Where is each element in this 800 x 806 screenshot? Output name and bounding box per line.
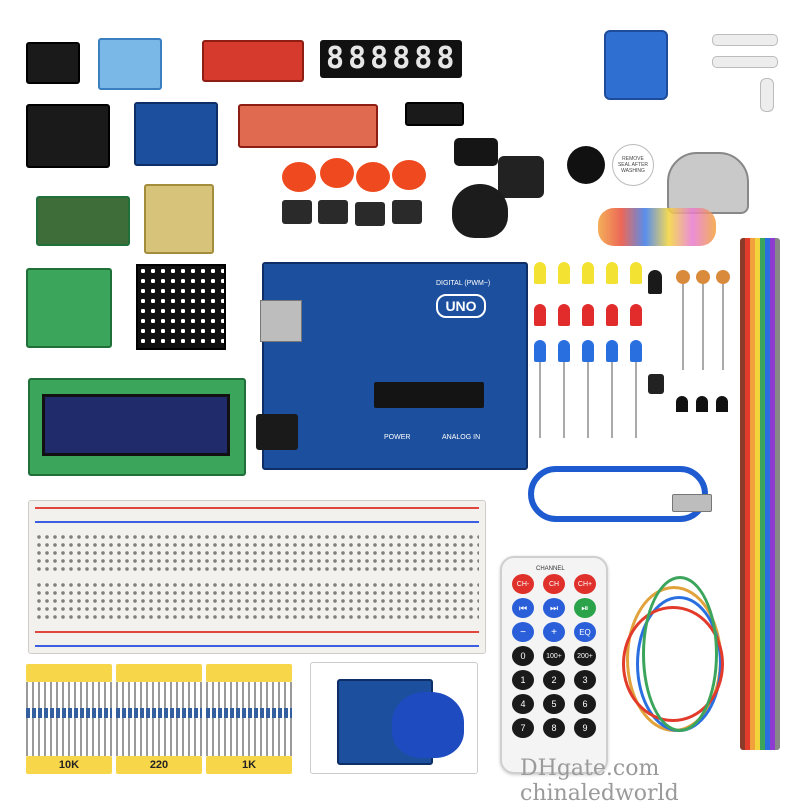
ir-remote: CHANNEL CH- CH CH+ ⏮ ⏭ ⏯ − + EQ 0 100+ 2… [500,556,608,774]
buzzer-sticker: REMOVE SEAL AFTER WASHING [612,144,654,186]
led-array [534,262,646,438]
rfid-keyfob [392,692,464,758]
remote-key-ch-minus[interactable]: CH- [512,574,534,594]
buzzer-sticker-label: REMOVE SEAL AFTER WASHING [617,156,649,174]
breadboard [28,500,486,654]
display-digit: 8 [392,41,411,76]
lcd-module [28,378,246,476]
remote-key-vol-minus[interactable]: − [512,622,534,642]
remote-key-7[interactable]: 7 [512,718,534,738]
usb-connector [672,494,712,512]
transistors [676,396,728,448]
remote-key-4[interactable]: 4 [512,694,534,714]
tactile-switch [318,200,348,224]
resistor-label: 10K [58,759,80,771]
remote-key-play-pause[interactable]: ⏯ [574,598,596,618]
display-digit: 8 [348,41,367,76]
remote-key-vol-plus[interactable]: + [543,622,565,642]
tactile-switch [355,202,385,226]
resistor-label: 220 [149,759,169,771]
resistor-strip-1k: 1K [206,664,292,774]
jumper-cable-bundle [740,238,780,750]
remote-key-prev[interactable]: ⏮ [512,598,534,618]
board-label: UNO [445,298,477,314]
buzzer [567,146,605,184]
remote-key-2[interactable]: 2 [543,670,565,690]
relay-module [134,102,218,166]
jumper-wires [616,566,728,746]
display-digit: 8 [436,41,455,76]
rtc-module [36,196,130,246]
ir-receiver [648,374,664,394]
remote-channel-label: CHANNEL [536,566,565,572]
digital-header-label: DIGITAL (PWM~) [436,280,491,287]
display-digit: 8 [370,41,389,76]
remote-key-1[interactable]: 1 [512,670,534,690]
watermark: DHgate.com chinaledworld [520,756,679,806]
remote-key-200-plus[interactable]: 200+ [574,646,596,666]
tactile-switch [282,200,312,224]
remote-key-100-plus[interactable]: 100+ [543,646,565,666]
remote-key-next[interactable]: ⏭ [543,598,565,618]
remote-key-8[interactable]: 8 [543,718,565,738]
arduino-uno-board: UNO DIGITAL (PWM~) POWER ANALOG IN [256,262,528,470]
stepper-motor [667,152,749,214]
photoresistors [676,270,730,370]
power-header-label: POWER [384,434,411,441]
sound-sensor-module [202,40,304,82]
ribbon-wires [598,208,716,246]
remote-key-3[interactable]: 3 [574,670,596,690]
remote-key-6[interactable]: 6 [574,694,596,714]
remote-keypad: CH- CH CH+ ⏮ ⏭ ⏯ − + EQ 0 100+ 200+ 1 2 … [512,574,596,738]
remote-key-5[interactable]: 5 [543,694,565,714]
tactile-switch [392,200,422,224]
remote-key-9[interactable]: 9 [574,718,596,738]
servo-horns [712,34,778,112]
remote-key-eq[interactable]: EQ [574,622,596,642]
button-cap-red [356,162,390,192]
battery-clip [454,130,546,210]
water-level-sensor [238,104,378,148]
servo-motor [604,30,668,100]
dht11-sensor [98,38,162,90]
remote-key-ch-plus[interactable]: CH+ [574,574,596,594]
ic-chip [405,102,464,126]
joystick-module [26,104,110,168]
button-cap-red [320,158,354,188]
remote-key-0[interactable]: 0 [512,646,534,666]
display-digit: 8 [326,41,345,76]
resistor-label: 1K [241,759,257,771]
led-matrix [136,264,226,350]
resistor-strip-10k: 10K [26,664,112,774]
driver-board [144,184,214,254]
keypad-module [26,268,112,348]
button-cap-red [282,162,316,192]
display-digit: 8 [414,41,433,76]
button-cap-red [392,160,426,190]
seven-segment-display: 8 8 8 8 8 8 [320,40,462,78]
ir-receiver-module [26,42,80,84]
analog-header-label: ANALOG IN [442,434,481,441]
resistor-strip-220: 220 [116,664,202,774]
ir-led [648,270,662,294]
joystick-cap [452,184,508,238]
remote-key-ch[interactable]: CH [543,574,565,594]
